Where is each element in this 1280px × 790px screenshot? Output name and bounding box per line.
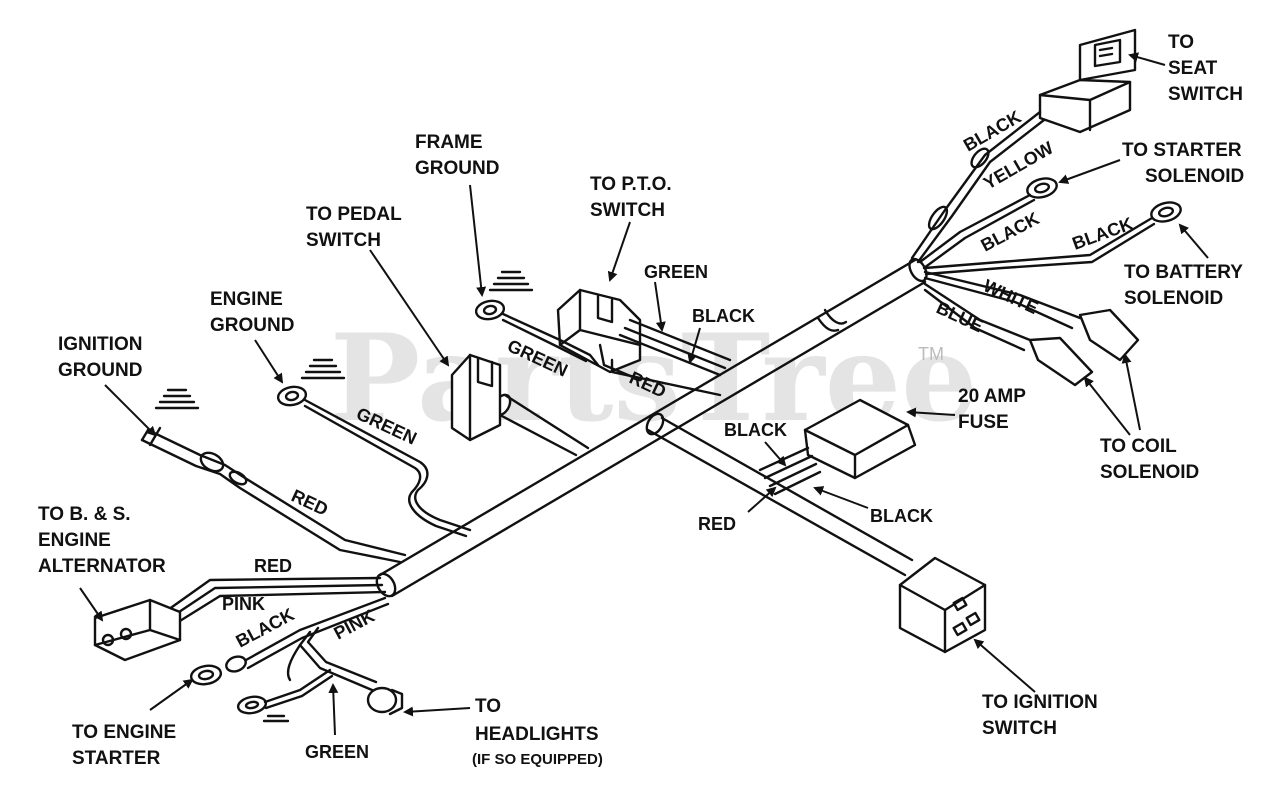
label-seat-switch-1: TO [1168, 32, 1194, 53]
starter-solenoid-wire [918, 177, 1058, 270]
label-engine-ground-2: GROUND [210, 315, 294, 336]
label-battery-solenoid-2: SOLENOID [1124, 288, 1223, 309]
label-frame-ground-1: FRAME [415, 132, 483, 153]
label-engine-starter-2: STARTER [72, 748, 161, 769]
leader-lines [79, 52, 1209, 736]
label-ignition-switch-1: TO IGNITION [982, 692, 1098, 713]
wire-seat-yellow: YELLOW [980, 138, 1057, 194]
headlight-branch [236, 626, 404, 716]
label-headlights-2: HEADLIGHTS [475, 724, 599, 745]
wire-pto-green: GREEN [644, 262, 708, 282]
engine-ground-wire [276, 385, 472, 538]
label-coil-solenoid-1: TO COIL [1100, 436, 1177, 457]
coil-solenoid-wires [923, 270, 1140, 387]
label-bs-alternator-2: ENGINE [38, 530, 111, 551]
alternator-branch [93, 576, 387, 662]
label-seat-switch-3: SWITCH [1168, 84, 1243, 105]
label-headlights-3: (IF SO EQUIPPED) [472, 751, 603, 768]
frame-ground-wire [474, 299, 600, 367]
label-fuse-2: FUSE [958, 412, 1009, 433]
ground-symbols [154, 270, 534, 723]
label-pto-switch-2: SWITCH [590, 200, 665, 221]
label-ignition-ground-1: IGNITION [58, 334, 142, 355]
wire-ignition-red: RED [288, 485, 331, 519]
label-pto-switch-1: TO P.T.O. [590, 174, 672, 195]
label-bs-alternator-3: ALTERNATOR [38, 556, 166, 577]
watermark-tm: TM [918, 344, 944, 364]
wire-starter-black: BLACK [977, 208, 1042, 255]
ignition-switch-connector [898, 556, 987, 654]
wire-alt-red: RED [254, 556, 292, 576]
label-engine-ground-1: ENGINE [210, 289, 283, 310]
label-ignition-switch-2: SWITCH [982, 718, 1057, 739]
pto-branch [556, 288, 732, 397]
label-ignition-ground-2: GROUND [58, 360, 142, 381]
label-seat-switch-2: SEAT [1168, 58, 1218, 79]
label-starter-solenoid-2: SOLENOID [1145, 166, 1244, 187]
wire-pto-black: BLACK [692, 306, 755, 326]
main-harness-trunk [375, 257, 928, 598]
label-coil-solenoid-2: SOLENOID [1100, 462, 1199, 483]
wire-alt-pink: PINK [222, 594, 265, 614]
label-bs-alternator-1: TO B. & S. [38, 504, 131, 525]
label-starter-solenoid-1: TO STARTER [1122, 140, 1242, 161]
wire-head-green: GREEN [305, 742, 369, 762]
label-headlights-1: TO [475, 696, 501, 717]
wire-head-pink: PINK [330, 606, 377, 644]
fuse-holder [758, 398, 917, 496]
label-pedal-switch-1: TO PEDAL [306, 204, 402, 225]
seat-switch-branch [910, 28, 1137, 264]
wire-fuse-red: RED [698, 514, 736, 534]
ignition-ground-wire [140, 426, 407, 564]
label-battery-solenoid-1: TO BATTERY [1124, 262, 1243, 283]
label-fuse-1: 20 AMP [958, 386, 1026, 407]
wire-fuse-black-top: BLACK [724, 420, 787, 440]
label-frame-ground-2: GROUND [415, 158, 499, 179]
battery-solenoid-wire [923, 201, 1182, 276]
label-pedal-switch-2: SWITCH [306, 230, 381, 251]
pedal-branch [450, 353, 590, 457]
wire-coil-white: WHITE [980, 275, 1041, 318]
engine-starter-wire [189, 596, 390, 686]
callout-labels: FRAME GROUND TO P.T.O. SWITCH TO PEDAL S… [38, 32, 1244, 769]
wire-fuse-black-bottom: BLACK [870, 506, 933, 526]
label-engine-starter-1: TO ENGINE [72, 722, 176, 743]
